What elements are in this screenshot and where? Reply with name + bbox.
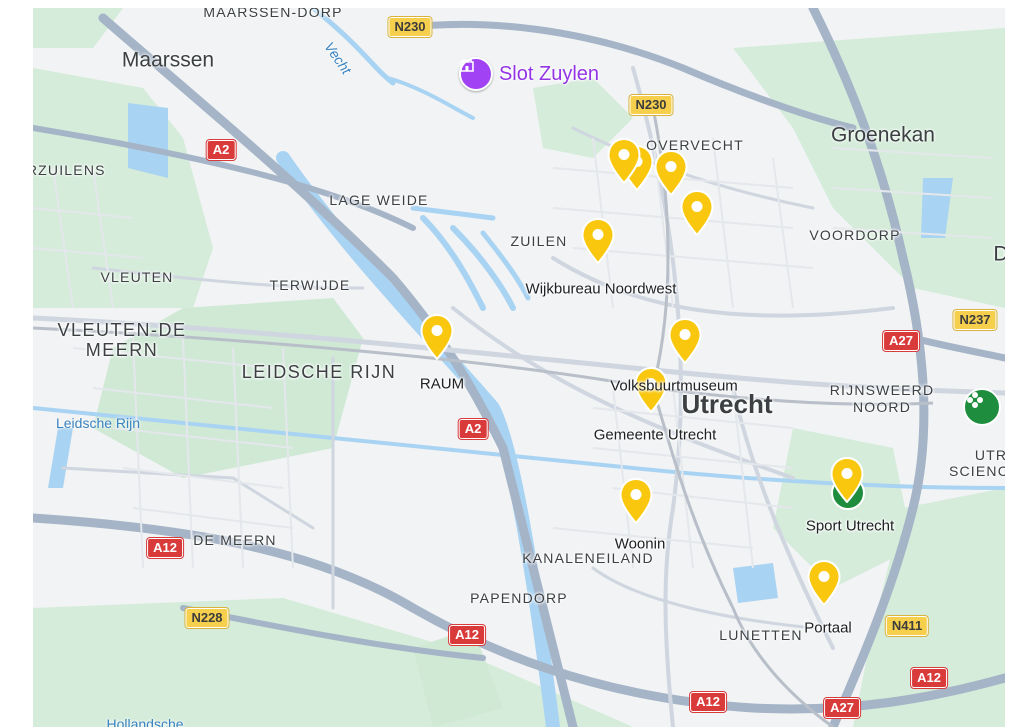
district-label-papendorp: PAPENDORP [470, 590, 568, 606]
district-label-utr-science-line2: SCIENC [948, 463, 1005, 479]
map-marker-wijkbureau[interactable] [581, 218, 615, 264]
poi-slot-zuylen[interactable]: Slot Zuylen [458, 57, 600, 91]
district-label-terwijde: TERWIJDE [269, 277, 351, 293]
road-shield-a2-top: A2 [206, 140, 236, 160]
map-marker-raum[interactable] [420, 314, 454, 360]
town-label-maarssen: Maarssen [121, 48, 215, 72]
city-label-utrecht: Utrecht [681, 389, 773, 419]
map-marker-woonin[interactable] [619, 478, 653, 524]
town-label-edge-d: D [993, 242, 1005, 266]
district-label-kanaleneiland: KANALENEILAND [522, 550, 654, 566]
marker-label-wijkbureau: Wijkbureau Noordwest [525, 280, 677, 298]
marker-label-volksbuurtmuseum: Volksbuurtmuseum [610, 377, 738, 395]
district-label-de-meern: DE MEERN [193, 532, 277, 548]
marker-label-sport: Sport Utrecht [805, 517, 895, 535]
town-label-groenekan: Groenekan [831, 123, 935, 147]
road-shield-a2-mid: A2 [458, 419, 488, 439]
marker-label-portaal: Portaal [804, 619, 852, 637]
road-shield-a27-bottom: A27 [824, 698, 860, 718]
map-background [33, 8, 1005, 727]
district-label-rijnsweerd-line1: RIJNSWEERD [829, 382, 935, 398]
map-canvas[interactable]: MAARSSEN-DORP Maarssen Vecht ARZUILENS L… [33, 8, 1005, 727]
district-label-zuilens: ARZUILENS [33, 162, 106, 178]
marker-label-gemeente: Gemeente Utrecht [593, 426, 717, 444]
flower-icon[interactable] [963, 388, 1001, 426]
district-label-vleuten: VLEUTEN [100, 269, 174, 285]
marker-label-raum: RAUM [419, 375, 465, 393]
district-label-rijnsweerd-line2: NOORD [852, 399, 912, 415]
road-shield-a27-right: A27 [883, 331, 919, 351]
district-label-maarssen-dorp: MAARSSEN-DORP [203, 8, 343, 20]
district-label-leidsche-rijn: LEIDSCHE RIJN [241, 362, 397, 382]
road-shield-a12-left: A12 [147, 538, 183, 558]
map-marker-volksbuurtmuseum[interactable] [668, 318, 702, 364]
water-label-leidsche-rijn: Leidsche Rijn [55, 415, 141, 431]
road-shield-a12-bottom: A12 [449, 625, 485, 645]
marker-label-woonin: Woonin [614, 535, 666, 553]
district-label-lunetten: LUNETTEN [719, 627, 803, 643]
road-shield-a12-bottom2: A12 [690, 692, 726, 712]
road-shield-n230-mid: N230 [629, 95, 673, 115]
road-shield-n411: N411 [885, 616, 929, 636]
railways [33, 107, 934, 727]
district-label-lage-weide: LAGE WEIDE [329, 192, 429, 208]
castle-icon [458, 57, 493, 91]
water-label-hollandsche: Hollandsche [106, 716, 184, 727]
map-marker-overvecht-4[interactable] [680, 190, 714, 236]
road-shield-n237: N237 [953, 310, 997, 330]
poi-label-slot-zuylen: Slot Zuylen [498, 62, 600, 85]
district-label-voordorp: VOORDORP [809, 227, 901, 243]
district-label-vleuten-de-meern-line1: VLEUTEN-DE [57, 320, 187, 340]
water-bodies [48, 103, 953, 603]
motorways [33, 8, 1005, 727]
district-label-overvecht: OVERVECHT [646, 137, 744, 153]
district-label-utr-science-line1: UTR [974, 447, 1005, 463]
map-marker-overvecht-2[interactable] [607, 138, 641, 184]
road-shield-n230-top: N230 [388, 17, 432, 37]
district-label-vleuten-de-meern-line2: MEERN [85, 340, 159, 360]
road-shield-n228: N228 [185, 608, 229, 628]
district-label-zuilen: ZUILEN [510, 233, 568, 249]
map-marker-sport[interactable] [830, 457, 864, 503]
map-marker-portaal[interactable] [807, 560, 841, 606]
road-shield-a12-right: A12 [911, 668, 947, 688]
